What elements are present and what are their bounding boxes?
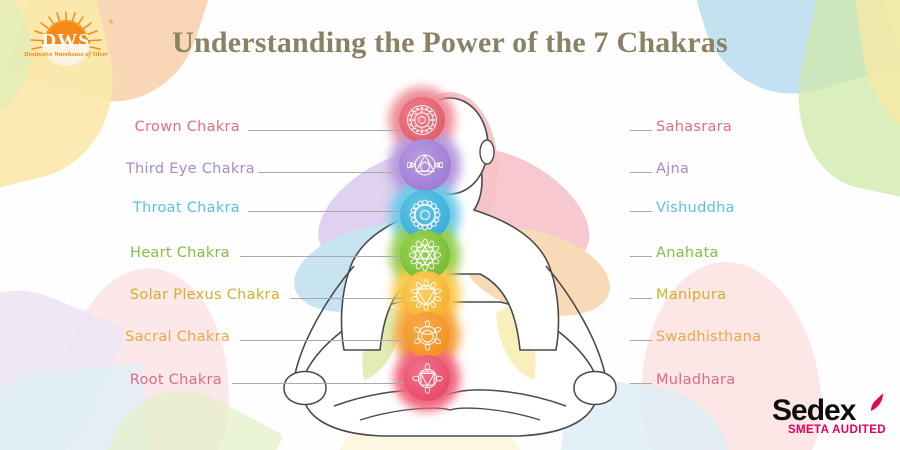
- chakra-sanskrit-manipura: Manipura: [656, 287, 727, 303]
- dws-wordmark: DWS: [41, 30, 91, 52]
- leader-line-crown-right: [630, 130, 652, 131]
- chakra-row-throat-left: Throat Chakra: [110, 200, 240, 222]
- leader-line-throat-right: [630, 211, 652, 212]
- chakra-disc-solar-plexus[interactable]: [392, 261, 460, 329]
- chakra-disc-sacral[interactable]: [394, 302, 460, 368]
- chakra-sanskrit-anahata: Anahata: [656, 245, 719, 261]
- four-petal-square-triangle-icon: [411, 362, 443, 394]
- chakra-row-sacral-right: Swadhisthana: [656, 329, 816, 351]
- ten-petal-triangle-icon: [410, 279, 442, 311]
- chakra-row-crown-left: Crown Chakra: [110, 119, 240, 141]
- chakra-row-throat-right: Vishuddha: [656, 200, 796, 222]
- chakra-sanskrit-ajna: Ajna: [656, 161, 690, 177]
- chakra-row-third-eye-right: Ajna: [656, 161, 796, 183]
- dws-logo[interactable]: DWS ® Distinctive Warehouse of Silver: [12, 8, 120, 66]
- chakra-disc-root[interactable]: [394, 345, 460, 411]
- chakra-sanskrit-muladhara: Muladhara: [656, 372, 736, 388]
- leader-line-solar-plexus-left: [290, 298, 438, 299]
- registered-mark-icon: ®: [108, 19, 114, 26]
- sedex-swoosh-icon: [871, 393, 883, 411]
- thousand-petal-lotus-icon: [407, 105, 437, 135]
- leader-line-heart-right: [630, 256, 652, 257]
- chakra-disc-heart[interactable]: [390, 220, 460, 290]
- dws-tagline: Distinctive Warehouse of Silver: [24, 52, 108, 58]
- chakra-label-solar-plexus: Solar Plexus Chakra: [129, 287, 280, 303]
- chakra-row-sacral-left: Sacral Chakra: [110, 329, 230, 351]
- chakra-sanskrit-sahasrara: Sahasrara: [656, 119, 733, 135]
- two-petal-lotus-icon: [407, 153, 443, 176]
- chakra-sanskrit-vishuddha: Vishuddha: [656, 200, 735, 216]
- sunburst-icon: [30, 11, 102, 66]
- chakra-row-crown-right: Sahasrara: [656, 119, 796, 141]
- chakra-label-heart: Heart Chakra: [129, 245, 230, 261]
- leader-line-sacral-left: [240, 340, 436, 341]
- leader-line-heart-left: [240, 256, 436, 257]
- sixteen-petal-lotus-icon: [409, 199, 441, 231]
- chakra-row-solar-plexus-left: Solar Plexus Chakra: [100, 287, 280, 309]
- chakra-disc-throat[interactable]: [390, 180, 460, 250]
- twelve-petal-hexagram-icon: [408, 238, 442, 272]
- chakra-label-root: Root Chakra: [129, 372, 222, 388]
- chakra-row-heart-left: Heart Chakra: [110, 245, 230, 267]
- chakra-label-sacral: Sacral Chakra: [125, 329, 230, 345]
- chakra-sanskrit-swadhisthana: Swadhisthana: [656, 329, 762, 345]
- leader-line-third-eye-right: [630, 172, 652, 173]
- chakra-row-heart-right: Anahata: [656, 245, 796, 267]
- sedex-subtitle: SMETA AUDITED: [787, 424, 886, 436]
- petal-top-right-yellow: [849, 0, 900, 149]
- chakra-disc-third-eye[interactable]: [389, 129, 461, 201]
- leader-line-solar-plexus-right: [630, 298, 652, 299]
- sedex-wordmark: Sedex: [772, 394, 856, 427]
- meditating-figure: [268, 87, 632, 444]
- leader-line-throat-left: [248, 211, 434, 212]
- six-petal-crescent-icon: [413, 319, 441, 351]
- chakra-disc-crown[interactable]: [389, 87, 455, 153]
- leader-line-crown-left: [248, 130, 438, 131]
- chakra-row-root-left: Root Chakra: [110, 372, 222, 394]
- leader-line-sacral-right: [630, 340, 652, 341]
- chakra-row-root-right: Muladhara: [656, 372, 796, 394]
- leader-line-root-right: [630, 383, 652, 384]
- leader-line-third-eye-left: [258, 172, 438, 173]
- page-title: Understanding the Power of the 7 Chakras: [172, 26, 728, 59]
- leader-line-root-left: [232, 383, 436, 384]
- chakra-label-throat: Throat Chakra: [132, 200, 240, 216]
- chakra-row-third-eye-left: Third Eye Chakra: [100, 161, 255, 183]
- chakra-label-crown: Crown Chakra: [134, 119, 240, 135]
- chakra-row-solar-plexus-right: Manipura: [656, 287, 796, 309]
- chakra-label-third-eye: Third Eye Chakra: [125, 161, 255, 177]
- sedex-logo[interactable]: Sedex SMETA AUDITED: [772, 393, 886, 438]
